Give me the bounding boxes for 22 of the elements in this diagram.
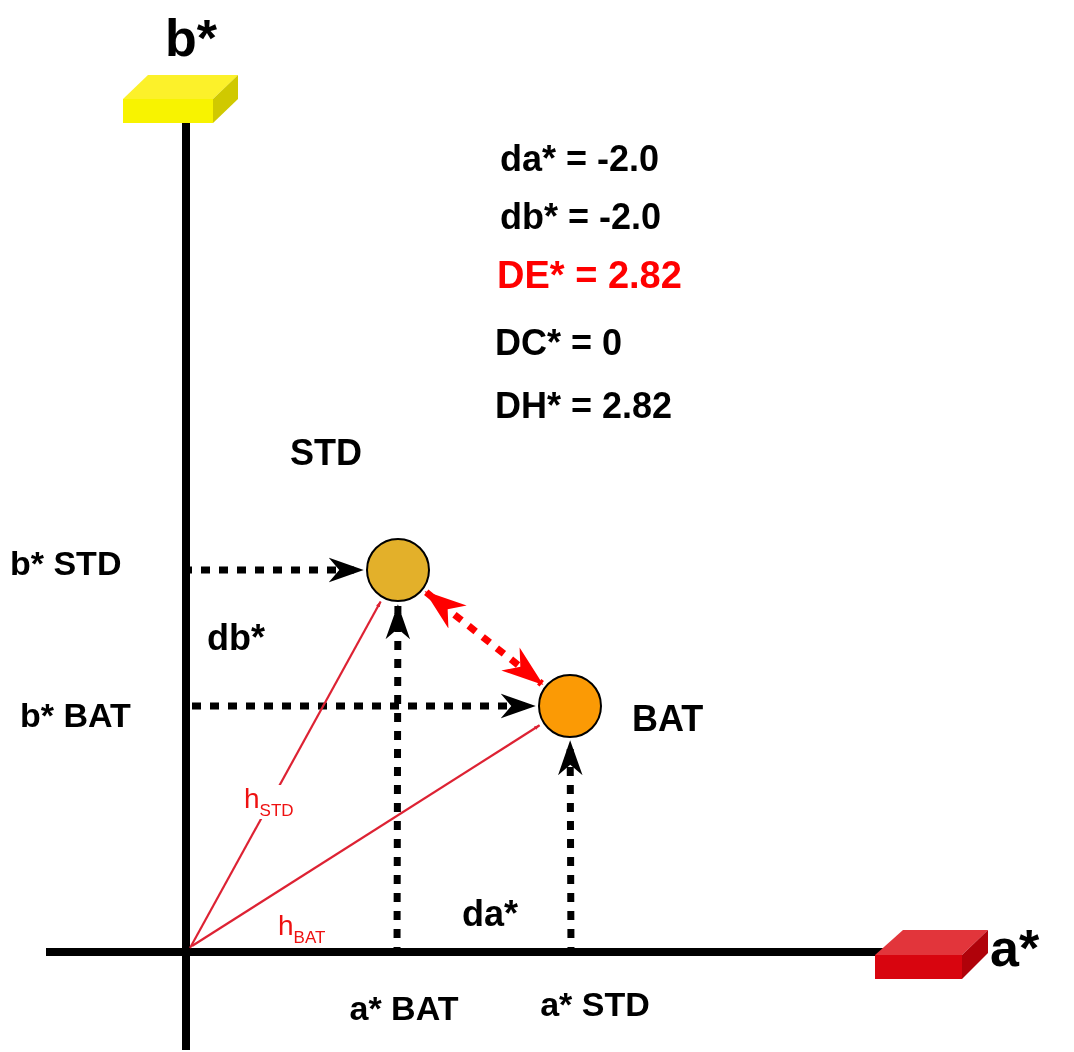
axis-value-label: b* STD bbox=[10, 543, 122, 583]
difference-label: da* bbox=[462, 893, 519, 935]
arrow bbox=[424, 589, 544, 687]
axis-value-label: b* BAT bbox=[20, 695, 131, 735]
difference-label: db* bbox=[207, 617, 265, 659]
arrow bbox=[191, 724, 541, 947]
edge-label: h$_{BAT}$ bbox=[278, 912, 326, 946]
arrow bbox=[189, 601, 382, 949]
point-label: STD bbox=[290, 432, 362, 474]
axis-value-label: a* BAT bbox=[349, 989, 459, 1028]
axis-title: b* bbox=[165, 8, 217, 68]
color-point-circle bbox=[366, 538, 430, 602]
axis-value-label: a* STD bbox=[540, 985, 650, 1024]
color-point-circle bbox=[538, 674, 602, 738]
value-text: db* = -2.0 bbox=[500, 196, 662, 238]
point-label: BAT bbox=[632, 698, 704, 740]
value-text: DE* = 2.82 bbox=[497, 254, 682, 297]
value-text: da* = -2.0 bbox=[500, 138, 660, 180]
value-text: DH* = 2.82 bbox=[495, 385, 673, 427]
value-text: DC* = 0 bbox=[495, 322, 623, 364]
axis-title: a* bbox=[990, 918, 1040, 978]
edge-label: h$_{STD}$ bbox=[244, 785, 294, 819]
